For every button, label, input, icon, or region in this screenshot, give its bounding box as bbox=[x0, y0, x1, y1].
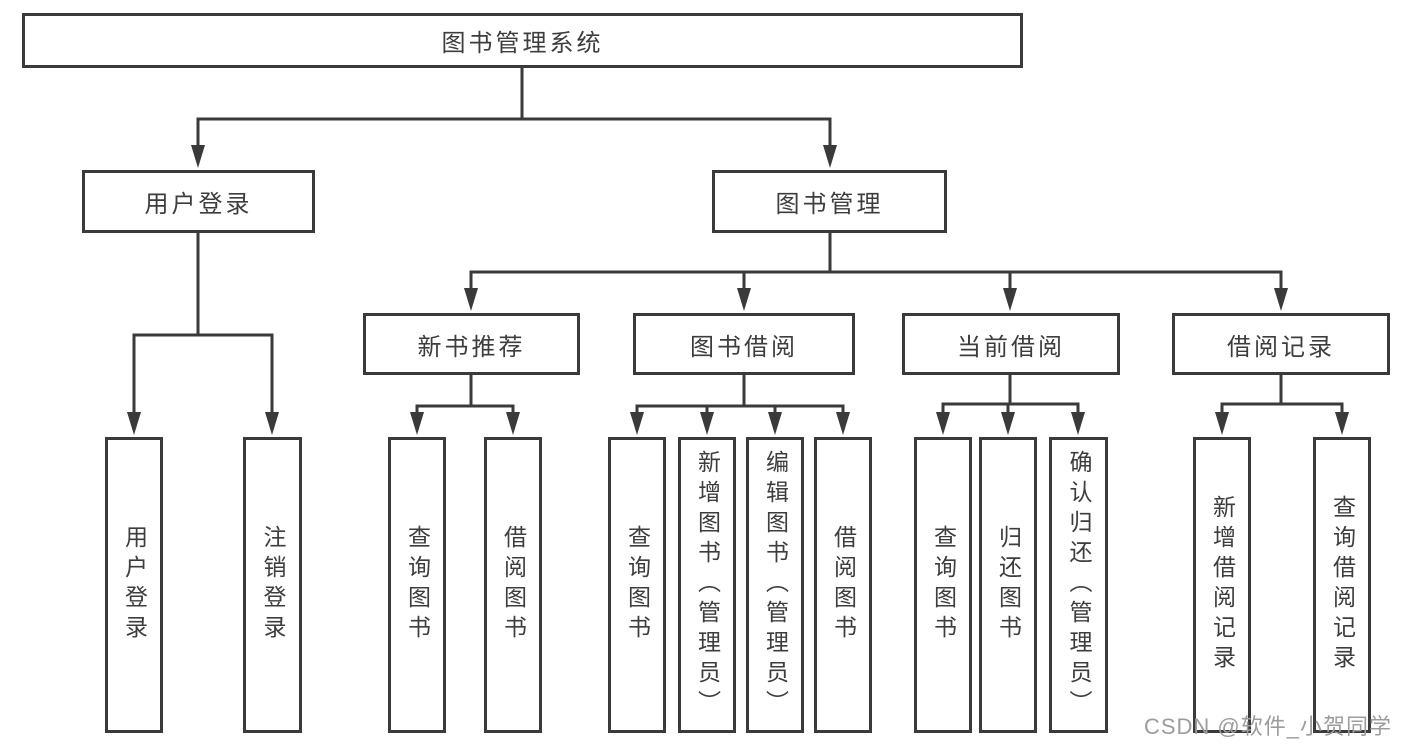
connector-user-login-group bbox=[127, 233, 279, 435]
node-label: 借阅图书 bbox=[500, 525, 527, 645]
leaf-edit-book-admin: 编辑图书（管理员） bbox=[746, 437, 804, 733]
node-label: 当前借阅 bbox=[957, 333, 1065, 361]
node-label: 查询图书 bbox=[404, 525, 431, 645]
node-label: 查询图书 bbox=[624, 525, 651, 645]
node-label: 借阅图书 bbox=[830, 525, 857, 645]
node-label: 注销登录 bbox=[260, 525, 286, 645]
node-root: 图书管理系统 bbox=[22, 13, 1023, 68]
node-label: 新增借阅记录 bbox=[1209, 495, 1236, 675]
connector-new-book-group bbox=[410, 375, 520, 435]
node-label: 用户登录 bbox=[121, 525, 148, 645]
node-label: 编辑图书（管理员） bbox=[762, 450, 789, 720]
connector-book-borrow-group bbox=[630, 375, 850, 435]
node-label: 新增图书（管理员） bbox=[694, 450, 721, 720]
leaf-confirm-return-admin: 确认归还（管理员） bbox=[1049, 437, 1108, 733]
leaf-logout: 注销登录 bbox=[243, 437, 302, 733]
leaf-query-books-recommend: 查询图书 bbox=[388, 437, 446, 733]
node-label: 确认归还（管理员） bbox=[1066, 450, 1092, 720]
node-label: 新书推荐 bbox=[417, 333, 526, 361]
node-label: 图书借阅 bbox=[690, 333, 798, 361]
node-label: 查询图书 bbox=[930, 525, 957, 645]
node-label: 归还图书 bbox=[995, 525, 1022, 645]
node-book-management: 图书管理 bbox=[712, 170, 947, 233]
connector-book-management-to-level3 bbox=[464, 233, 1288, 311]
node-user-login: 用户登录 bbox=[82, 170, 315, 233]
leaf-borrow-books: 借阅图书 bbox=[814, 437, 872, 733]
node-label: 借阅记录 bbox=[1227, 333, 1335, 361]
node-current-borrow: 当前借阅 bbox=[902, 313, 1120, 375]
leaf-user-login: 用户登录 bbox=[105, 437, 163, 733]
connector-borrow-records-group bbox=[1215, 375, 1349, 435]
leaf-add-borrow-record: 新增借阅记录 bbox=[1193, 437, 1251, 733]
node-label: 图书管理系统 bbox=[441, 30, 604, 57]
node-label: 用户登录 bbox=[144, 191, 253, 218]
leaf-return-book: 归还图书 bbox=[979, 437, 1037, 733]
node-borrow-records: 借阅记录 bbox=[1172, 313, 1390, 375]
leaf-query-borrow-record: 查询借阅记录 bbox=[1313, 437, 1371, 733]
connector-current-borrow-group bbox=[936, 375, 1085, 435]
leaf-borrow-books-recommend: 借阅图书 bbox=[484, 437, 542, 733]
node-label: 查询借阅记录 bbox=[1329, 495, 1356, 675]
node-label: 图书管理 bbox=[775, 191, 884, 218]
leaf-add-book-admin: 新增图书（管理员） bbox=[678, 437, 736, 733]
connector-root-to-level2 bbox=[191, 68, 837, 168]
node-book-borrow: 图书借阅 bbox=[633, 313, 855, 375]
leaf-query-books-current: 查询图书 bbox=[914, 437, 972, 733]
node-new-book-recommend: 新书推荐 bbox=[363, 313, 580, 375]
leaf-query-books-borrow: 查询图书 bbox=[608, 437, 666, 733]
